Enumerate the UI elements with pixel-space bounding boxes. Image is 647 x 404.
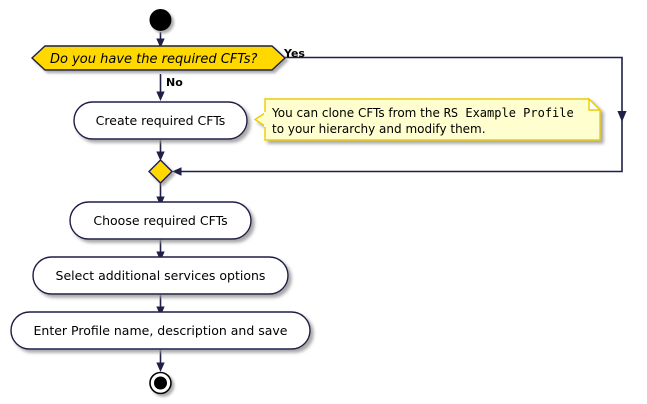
edge-merge-to-choose bbox=[156, 183, 165, 206]
note-line-1-monospace: RS Example Profile bbox=[444, 106, 574, 120]
edge-start-to-decision bbox=[156, 32, 165, 48]
start-node bbox=[149, 9, 172, 31]
branch-label-yes: Yes bbox=[283, 47, 305, 60]
edge-no-to-create bbox=[156, 74, 165, 101]
connector-layer bbox=[156, 32, 627, 372]
decision-node[interactable] bbox=[30, 45, 287, 71]
note-box bbox=[253, 97, 602, 141]
activity-create-label: Create required CFTs bbox=[96, 113, 226, 128]
activity-choose[interactable] bbox=[69, 201, 252, 240]
note-line-1: You can clone CFTs from the RS Example P… bbox=[271, 106, 574, 120]
activity-save[interactable] bbox=[10, 311, 311, 350]
edge-choose-to-services bbox=[156, 239, 165, 261]
edge-save-to-stop bbox=[156, 349, 165, 372]
branch-label-no: No bbox=[166, 76, 183, 89]
note-line-1-prefix: You can clone CFTs from the bbox=[271, 106, 444, 120]
stop-node bbox=[149, 371, 172, 395]
activity-create[interactable] bbox=[73, 101, 248, 140]
activity-save-label: Enter Profile name, description and save bbox=[34, 323, 288, 338]
note-line-2: to your hierarchy and modify them. bbox=[272, 122, 486, 136]
edge-services-to-save bbox=[156, 294, 165, 316]
activity-choose-label: Choose required CFTs bbox=[93, 213, 227, 228]
merge-node bbox=[148, 159, 173, 184]
edge-yes-bypass bbox=[172, 56, 627, 176]
edge-create-to-merge bbox=[156, 139, 165, 161]
activity-services[interactable] bbox=[32, 256, 289, 295]
decision-label: Do you have the required CFTs? bbox=[50, 52, 258, 67]
activity-services-label: Select additional services options bbox=[56, 268, 266, 283]
